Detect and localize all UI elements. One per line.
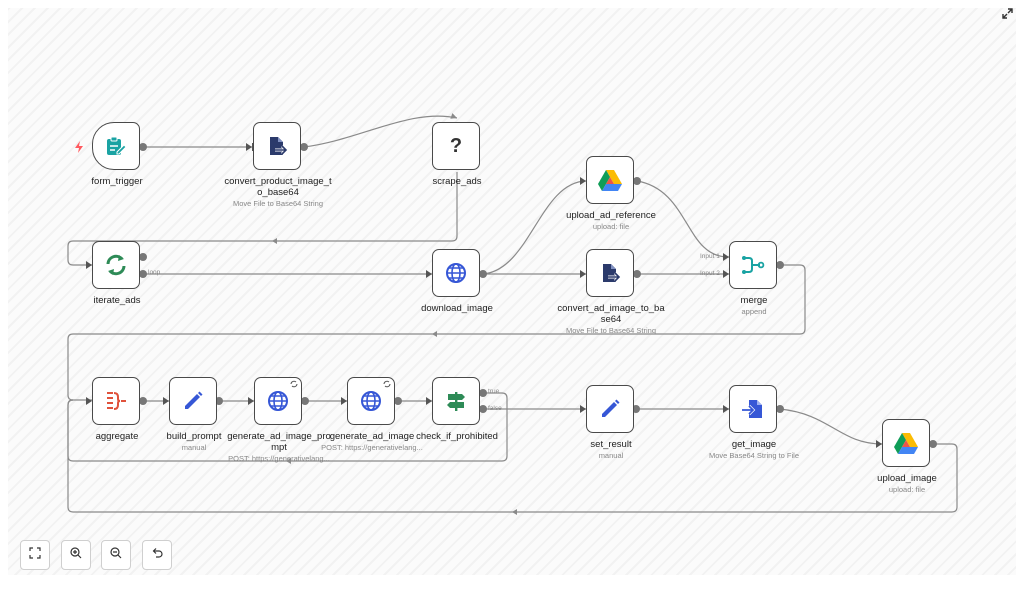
reset-zoom-button[interactable] xyxy=(142,540,172,570)
node-subtitle: Move File to Base64 String xyxy=(565,326,657,335)
node-subtitle: manual xyxy=(181,443,207,452)
file-arrow-icon xyxy=(266,135,288,157)
node-check-if-prohibited[interactable] xyxy=(432,377,480,425)
node-get-image[interactable] xyxy=(729,385,777,433)
node-label-cont: mpt xyxy=(271,442,287,453)
node-subtitle: upload: file xyxy=(888,485,926,494)
pencil-icon xyxy=(182,390,204,412)
node-label: download_image xyxy=(421,303,493,314)
retry-icon xyxy=(383,380,391,388)
node-label: scrape_ads xyxy=(432,176,482,187)
fullscreen-button[interactable] xyxy=(1000,8,1014,22)
node-label: convert_product_image_t xyxy=(224,176,332,187)
node-build-prompt[interactable] xyxy=(169,377,217,425)
node-label: get_image xyxy=(731,439,777,450)
loop-icon xyxy=(104,253,128,277)
form-icon xyxy=(105,135,127,157)
undo-icon xyxy=(151,546,163,564)
signpost-icon xyxy=(445,390,467,412)
port-label-input2: Input 2 xyxy=(700,270,720,277)
node-label: iterate_ads xyxy=(93,295,141,306)
file-import-icon xyxy=(741,398,765,420)
aggregate-icon xyxy=(104,390,128,412)
node-label: merge xyxy=(740,295,768,306)
node-set-result[interactable] xyxy=(586,385,634,433)
node-label: upload_ad_reference xyxy=(566,210,656,221)
node-subtitle: manual xyxy=(598,451,624,460)
node-iterate-ads[interactable] xyxy=(92,241,140,289)
node-merge[interactable] xyxy=(729,241,777,289)
file-arrow-icon xyxy=(599,262,621,284)
question-icon: ? xyxy=(449,134,463,157)
node-label: upload_image xyxy=(877,473,937,484)
fit-view-icon xyxy=(29,546,41,564)
node-label: generate_ad_image xyxy=(329,431,415,442)
globe-icon xyxy=(267,390,289,412)
node-label: generate_ad_image_pro xyxy=(227,431,331,442)
node-generate-ad-image[interactable] xyxy=(347,377,395,425)
retry-icon xyxy=(290,380,298,388)
node-aggregate[interactable] xyxy=(92,377,140,425)
node-label-cont: o_base64 xyxy=(257,187,299,198)
node-subtitle: Move File to Base64 String xyxy=(232,199,324,208)
zoom-out-icon xyxy=(110,546,122,564)
node-label: set_result xyxy=(590,439,632,450)
node-label: build_prompt xyxy=(166,431,222,442)
node-upload-image[interactable] xyxy=(882,419,930,467)
node-subtitle: upload: file xyxy=(592,222,630,231)
port-label-false: false xyxy=(488,405,502,412)
node-convert-ad-image[interactable] xyxy=(586,249,634,297)
node-label-cont: se64 xyxy=(600,314,622,325)
zoom-in-icon xyxy=(70,546,82,564)
fit-view-button[interactable] xyxy=(20,540,50,570)
node-convert-product-image[interactable] xyxy=(253,122,301,170)
node-generate-ad-image-prompt[interactable] xyxy=(254,377,302,425)
google-drive-icon xyxy=(894,432,918,454)
node-download-image[interactable] xyxy=(432,249,480,297)
zoom-in-button[interactable] xyxy=(61,540,91,570)
expand-icon xyxy=(1001,6,1013,24)
node-label: convert_ad_image_to_ba xyxy=(557,303,665,314)
zoom-out-button[interactable] xyxy=(101,540,131,570)
port-label-input1: Input 1 xyxy=(700,253,720,260)
node-label: check_if_prohibited xyxy=(416,431,498,442)
pencil-icon xyxy=(599,398,621,420)
port-label-true: true xyxy=(488,388,500,395)
trigger-bolt-icon xyxy=(75,141,83,153)
globe-icon xyxy=(445,262,467,284)
node-subtitle: POST: https://generativelang... xyxy=(321,443,423,452)
node-subtitle: POST: https://generativelang... xyxy=(228,454,330,463)
node-subtitle: append xyxy=(741,307,767,316)
node-subtitle: Move Base64 String to File xyxy=(708,451,800,460)
node-label: form_trigger xyxy=(91,176,143,187)
node-label: aggregate xyxy=(95,431,139,442)
port-label-loop: loop xyxy=(148,269,161,276)
merge-icon xyxy=(741,254,765,276)
google-drive-icon xyxy=(598,169,622,191)
node-scrape-ads[interactable]: ? xyxy=(432,122,480,170)
node-form-trigger[interactable] xyxy=(92,122,140,170)
node-upload-ad-reference[interactable] xyxy=(586,156,634,204)
globe-icon xyxy=(360,390,382,412)
